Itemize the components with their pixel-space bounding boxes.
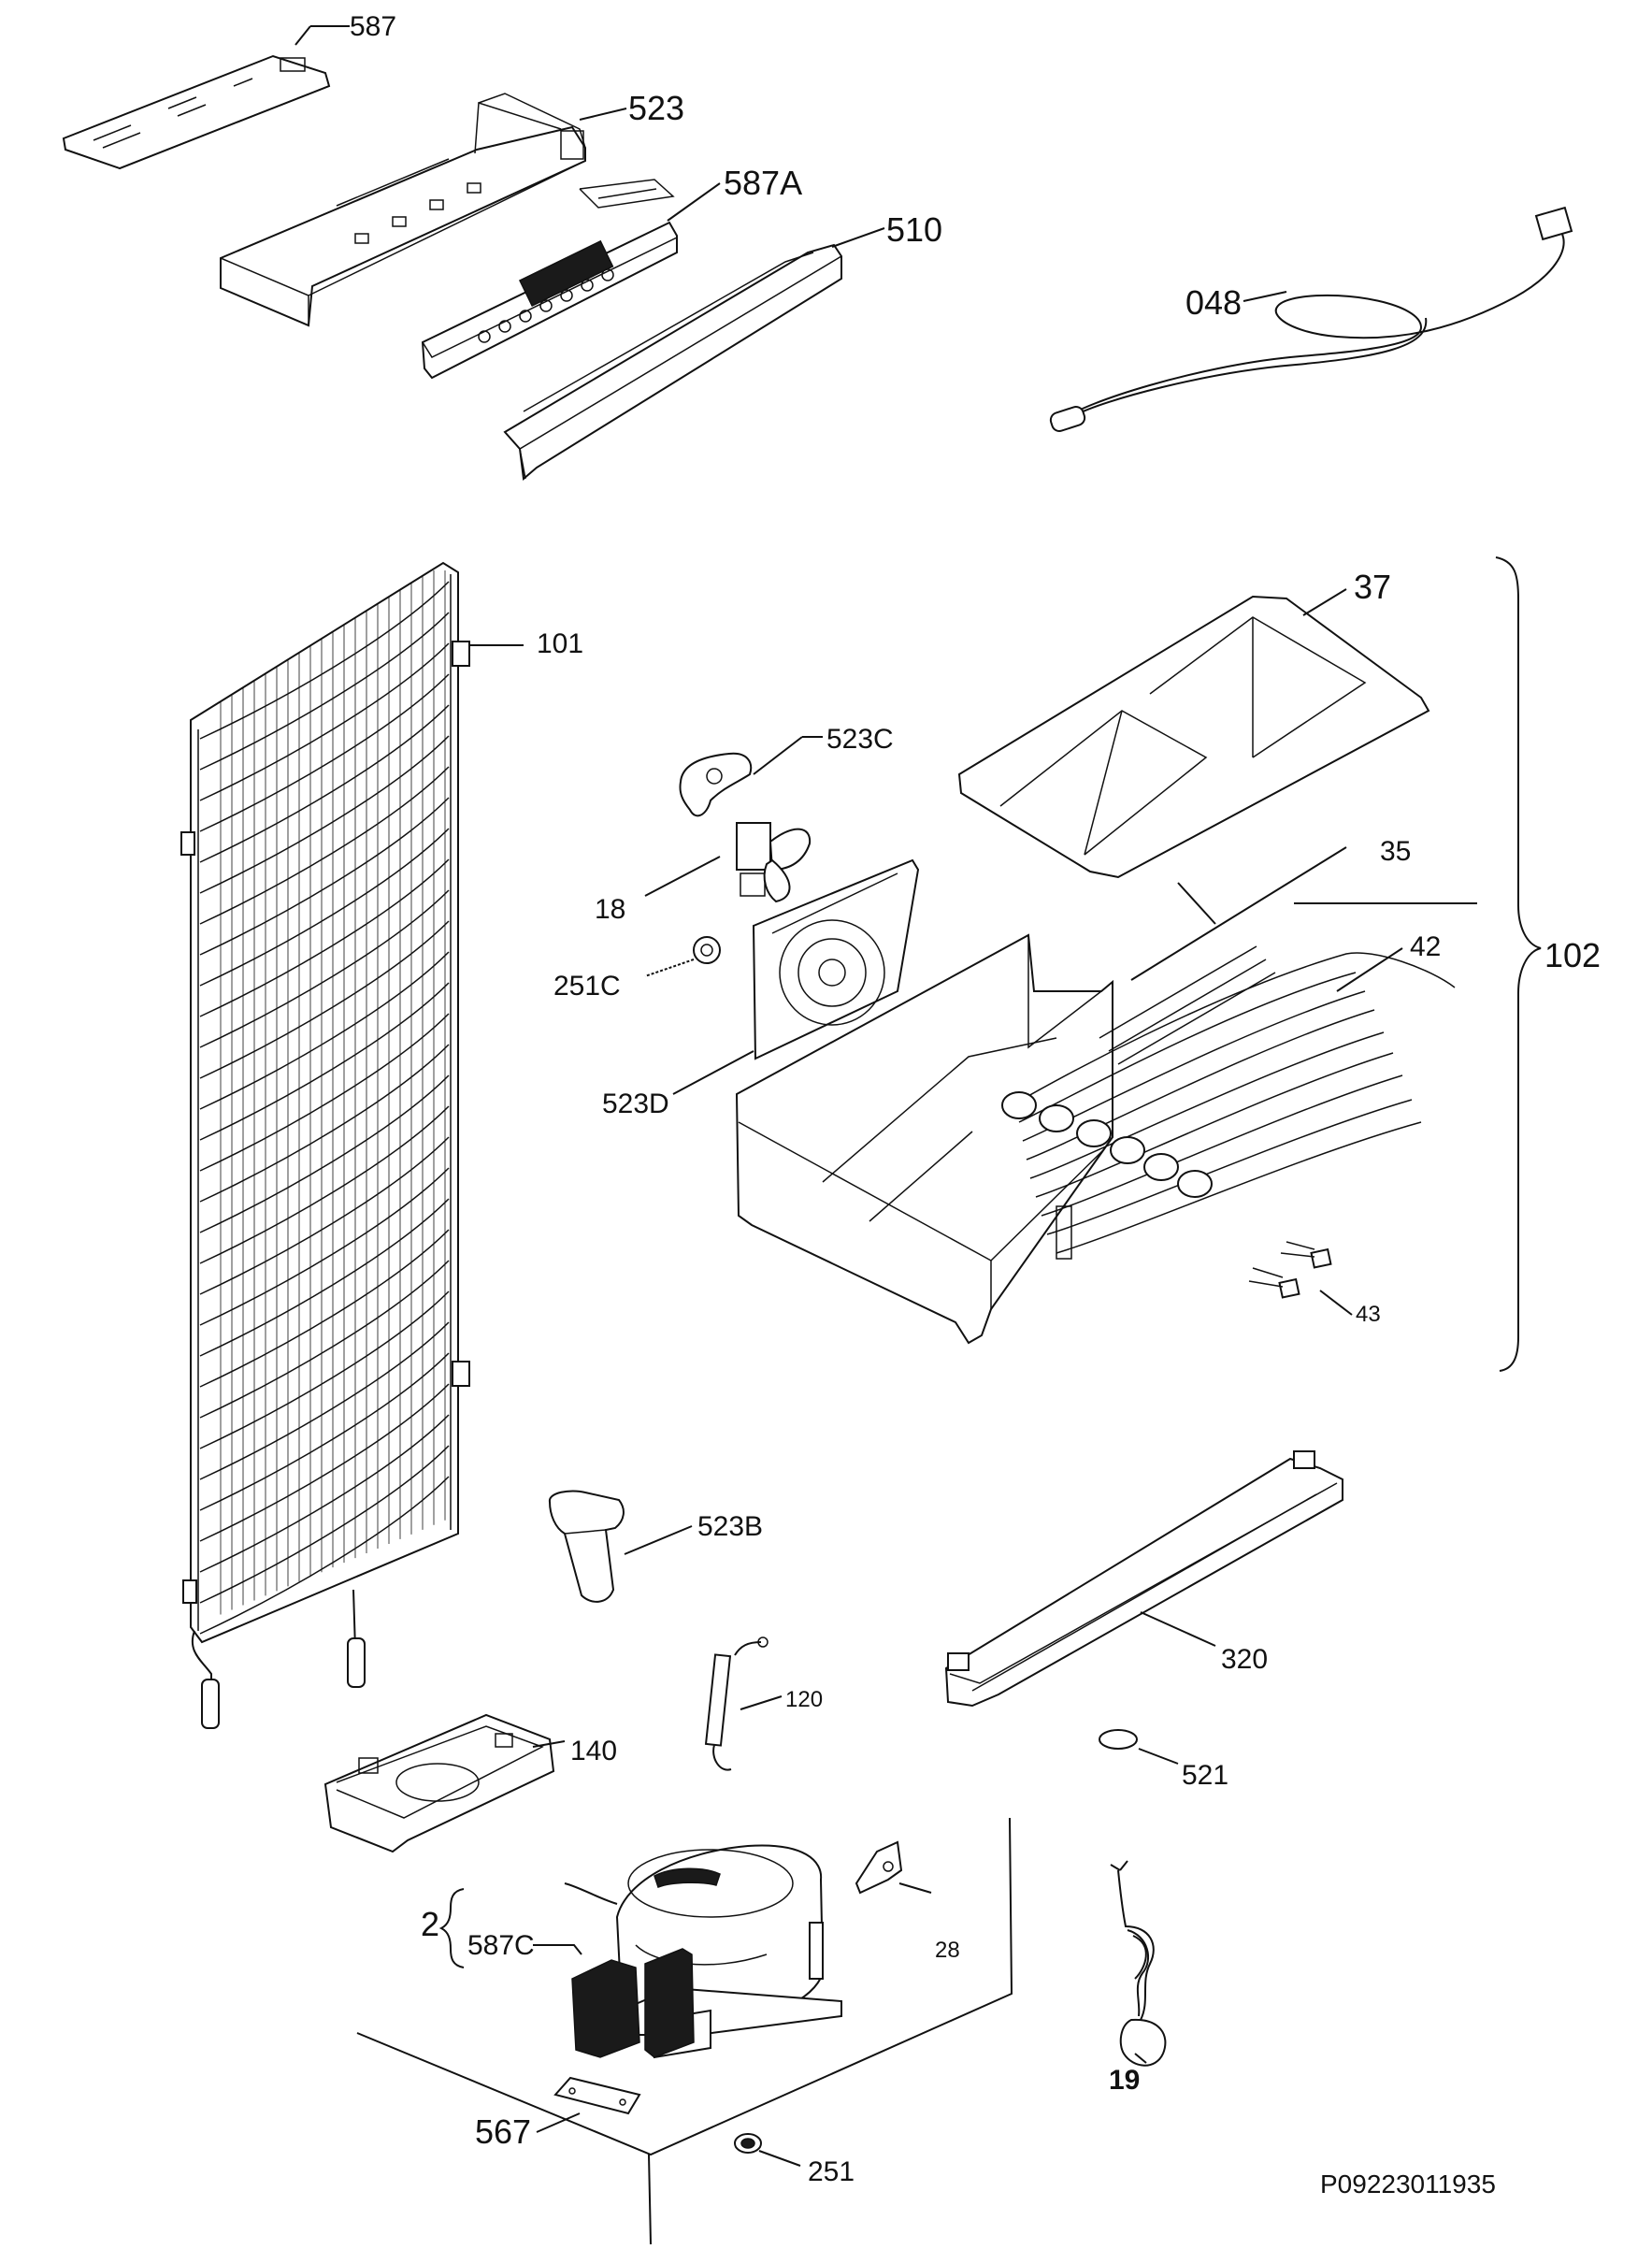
part-102-drawing (735, 556, 1542, 1372)
condenser-coil (199, 642, 450, 801)
part-43-drawing (1248, 1241, 1353, 1316)
condenser-coil (199, 1260, 450, 1419)
label-523d: 523D (602, 1088, 669, 1119)
condenser-coil (199, 1383, 450, 1542)
condenser-coil (199, 581, 450, 740)
label-101: 101 (537, 628, 584, 659)
part-587-drawing (62, 25, 350, 170)
condenser-coil (199, 1321, 450, 1480)
label-567: 567 (475, 2112, 532, 2151)
condenser-coil (199, 1414, 450, 1573)
condenser-coil (199, 612, 450, 771)
label-18: 18 (595, 894, 626, 925)
part-140-drawing (323, 1713, 566, 1853)
condenser-coil (199, 1476, 450, 1635)
condenser-coil (199, 1074, 450, 1233)
part-523-drawing (220, 93, 627, 327)
condenser-coil (199, 735, 450, 894)
part-521-drawing (1099, 1729, 1179, 1765)
condenser-coil (199, 951, 450, 1110)
condenser-coil (199, 1352, 450, 1511)
label-140: 140 (570, 1736, 618, 1766)
condenser-coil (199, 704, 450, 863)
label-251: 251 (808, 2156, 855, 2187)
part-320-drawing (944, 1450, 1343, 1708)
part-523c-drawing (679, 736, 823, 817)
condenser-coil (199, 673, 450, 832)
part-37-drawing (957, 588, 1430, 879)
part-28-drawing (855, 1840, 932, 1895)
part-048-drawing (1049, 206, 1573, 432)
label-523: 523 (628, 89, 685, 127)
label-37: 37 (1354, 568, 1392, 606)
condenser-coil (199, 1198, 450, 1357)
condenser-coil (199, 858, 450, 1017)
label-510: 510 (886, 210, 943, 249)
diagram-code: P09223011935 (1320, 2170, 1496, 2199)
label-048: 048 (1185, 283, 1243, 322)
label-523b: 523B (697, 1511, 764, 1542)
condenser-coil (199, 1136, 450, 1295)
label-521: 521 (1182, 1760, 1229, 1791)
part-251-drawing (734, 2133, 801, 2167)
label-2: 2 (421, 1905, 440, 1943)
part-523d-drawing (672, 858, 920, 1095)
label-28: 28 (935, 1938, 960, 1963)
part-101-drawing (180, 561, 524, 1729)
label-35: 35 (1380, 836, 1412, 867)
part-567-drawing (536, 2076, 641, 2133)
condenser-coil (199, 982, 450, 1141)
condenser-coil (199, 1229, 450, 1388)
label-102: 102 (1544, 936, 1602, 974)
condenser-coil (199, 1013, 450, 1172)
label-587: 587 (350, 11, 397, 42)
condenser-coil (199, 920, 450, 1079)
part-120-drawing (704, 1636, 783, 1771)
part-587a-drawing (421, 179, 721, 380)
part-587c-drawing (533, 1944, 695, 2058)
condenser-coil (199, 766, 450, 925)
condenser-coil (199, 1044, 450, 1203)
part-251c-drawing (644, 936, 721, 977)
part-510-drawing (503, 227, 885, 481)
label-587a: 587A (724, 164, 803, 202)
label-19: 19 (1109, 2065, 1141, 2096)
condenser-coil (199, 1105, 450, 1264)
label-120: 120 (785, 1687, 824, 1712)
condenser-coil (199, 1445, 450, 1604)
condenser-coil (199, 828, 450, 987)
label-587c: 587C (467, 1930, 535, 1961)
part-523b-drawing (549, 1490, 693, 1603)
part-2-brace (438, 1888, 465, 1968)
label-251c: 251C (553, 971, 621, 1002)
condenser-coil (199, 797, 450, 956)
label-523c: 523C (826, 724, 894, 755)
condenser-coil (199, 1167, 450, 1326)
label-320: 320 (1221, 1644, 1269, 1675)
part-19-drawing (1110, 1860, 1167, 2067)
part-18-drawing (644, 822, 812, 903)
condenser-coil (199, 1290, 450, 1449)
condenser-coil (199, 889, 450, 1048)
label-42: 42 (1410, 931, 1442, 962)
label-43: 43 (1356, 1302, 1381, 1327)
